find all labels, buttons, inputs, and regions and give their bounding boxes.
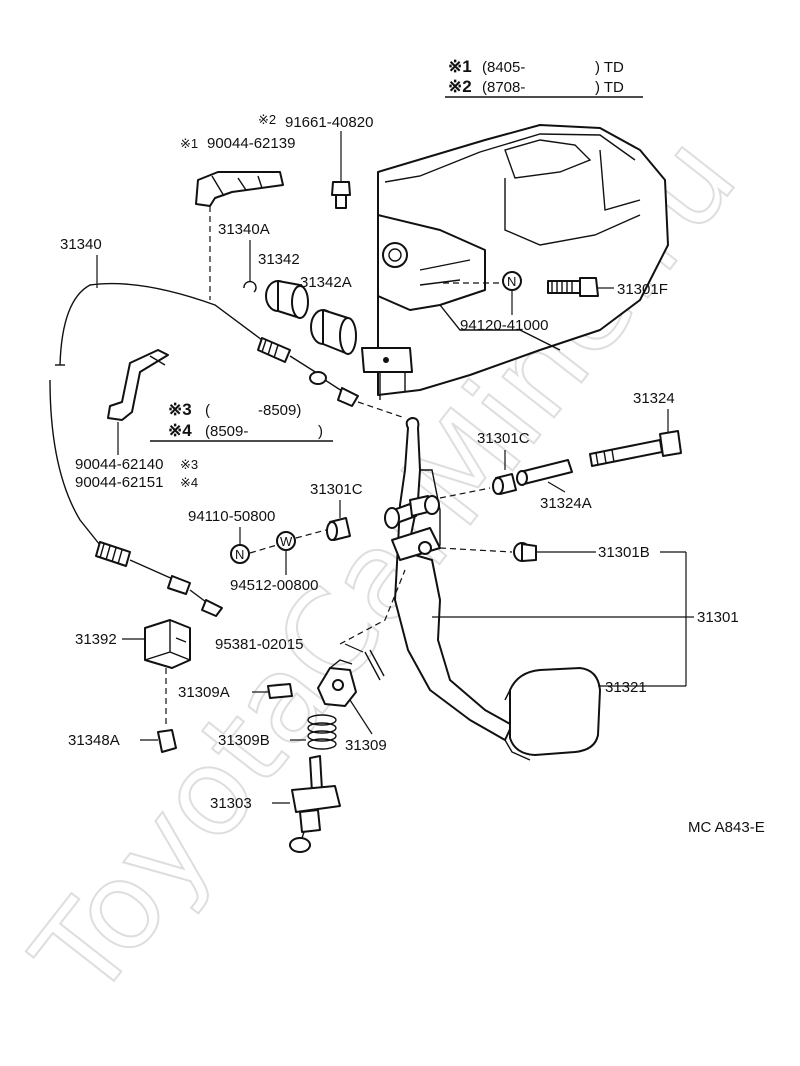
- label-94120-41000: 94120-41000: [460, 317, 548, 334]
- diagram-code: MC A843-E: [688, 819, 765, 836]
- legend-row1-text: (8405-: [482, 59, 525, 76]
- circle-N-94110-label: N: [235, 547, 244, 562]
- label-94110-50800: 94110-50800: [188, 508, 275, 525]
- legend-top: ※1 (8405- ) TD ※2 (8708- ) TD: [445, 57, 643, 98]
- label-31340: 31340: [60, 236, 102, 253]
- mark2-label: ※2: [258, 112, 276, 127]
- label-31342A: 31342A: [300, 274, 352, 291]
- mark4-label: ※4: [180, 475, 198, 490]
- leader-washer-collar: [295, 529, 327, 539]
- legend-row4-text: (8509-: [205, 423, 248, 440]
- pedal-pad-31321-part: [504, 667, 601, 761]
- legend-row2-text: (8708-: [482, 79, 525, 96]
- group-bracket-31301: [432, 551, 694, 687]
- label-31324A: 31324A: [540, 495, 592, 512]
- label-31303: 31303: [210, 795, 252, 812]
- bolt-91661-part: [331, 131, 351, 209]
- label-95381-02015: 95381-02015: [215, 636, 303, 653]
- bolt-31301F-part: [547, 277, 614, 297]
- clip-31348A-part: [157, 729, 177, 753]
- legend-row1-suffix: ) TD: [595, 59, 624, 76]
- clevis-31309-part: [317, 659, 357, 707]
- circle-N-94110: [230, 544, 250, 564]
- legend-row3-text: (: [205, 402, 210, 419]
- label-90044-62151: 90044-62151: [75, 474, 163, 491]
- circle-W-94512-label: W: [280, 534, 293, 549]
- label-31348A: 31348A: [68, 732, 120, 749]
- cotter-pin-95381-part: [364, 649, 385, 681]
- bushing-31342-part: [265, 280, 309, 319]
- leader-nut-washer: [249, 544, 278, 554]
- pedal-bracket-housing: [361, 124, 669, 400]
- leader-cable-to-pedal: [357, 401, 406, 419]
- spring-31309B-part: [307, 714, 337, 750]
- cable-31340-part: [49, 282, 359, 617]
- legend-row1-mark: ※1: [448, 57, 472, 76]
- clutch-pedal-arm-part: [384, 417, 513, 741]
- label-31301B: 31301B: [598, 544, 650, 561]
- label-31392: 31392: [75, 631, 117, 648]
- circle-W-94512: [276, 531, 296, 551]
- legend-row4-mark: ※4: [168, 421, 192, 440]
- nut-94120-part: N: [443, 271, 522, 315]
- bushing-31342A-part: [310, 309, 357, 355]
- pin-31309A-part: [267, 683, 293, 699]
- label-31340A: 31340A: [218, 221, 270, 238]
- label-31324: 31324: [633, 390, 675, 407]
- leader-95381: [344, 643, 364, 653]
- legend-row3-range: -8509): [258, 402, 301, 419]
- bushing-31301C-left-part: [326, 517, 351, 541]
- label-31301F: 31301F: [617, 281, 668, 298]
- bracket-clip-part: [195, 171, 284, 207]
- circle-N-94120-label: N: [507, 274, 516, 289]
- cable-bracket-part: [107, 349, 169, 421]
- leader-31301B-dash: [439, 547, 513, 553]
- label-31342: 31342: [258, 251, 300, 268]
- bracket-31392-part: [144, 619, 191, 669]
- leader-pivot-to-collar: [439, 487, 491, 499]
- label-31309B: 31309B: [218, 732, 270, 749]
- label-31301: 31301: [697, 609, 739, 626]
- legend-row2-mark: ※2: [448, 77, 472, 96]
- sleeve-31324A-part: [516, 459, 573, 486]
- leader-95381-dash: [339, 569, 406, 645]
- bushing-31301C-right-part: [492, 473, 517, 495]
- label-31309A: 31309A: [178, 684, 230, 701]
- label-94512-00800: 94512-00800: [230, 577, 318, 594]
- label-31301C-right: 31301C: [477, 430, 530, 447]
- leader-31324A: [547, 481, 566, 493]
- bushing-31301B-part: [513, 542, 537, 562]
- clip-31340A-part: [243, 280, 257, 293]
- label-31309: 31309: [345, 737, 387, 754]
- mark1-label: ※1: [180, 136, 198, 151]
- bolt-31324-part: [589, 430, 682, 467]
- mark3-label: ※3: [180, 457, 198, 472]
- leader-31309: [349, 699, 373, 735]
- label-90044-62139: 90044-62139: [207, 135, 295, 152]
- label-31321: 31321: [605, 679, 647, 696]
- pushrod-31303-part: [289, 755, 341, 853]
- label-90044-62140: 90044-62140: [75, 456, 163, 473]
- legend-row3-mark: ※3: [168, 400, 192, 419]
- label-91661-40820: 91661-40820: [285, 114, 373, 131]
- label-31301C-left: 31301C: [310, 481, 363, 498]
- legend-row4-range: ): [318, 423, 323, 440]
- legend-row2-suffix: ) TD: [595, 79, 624, 96]
